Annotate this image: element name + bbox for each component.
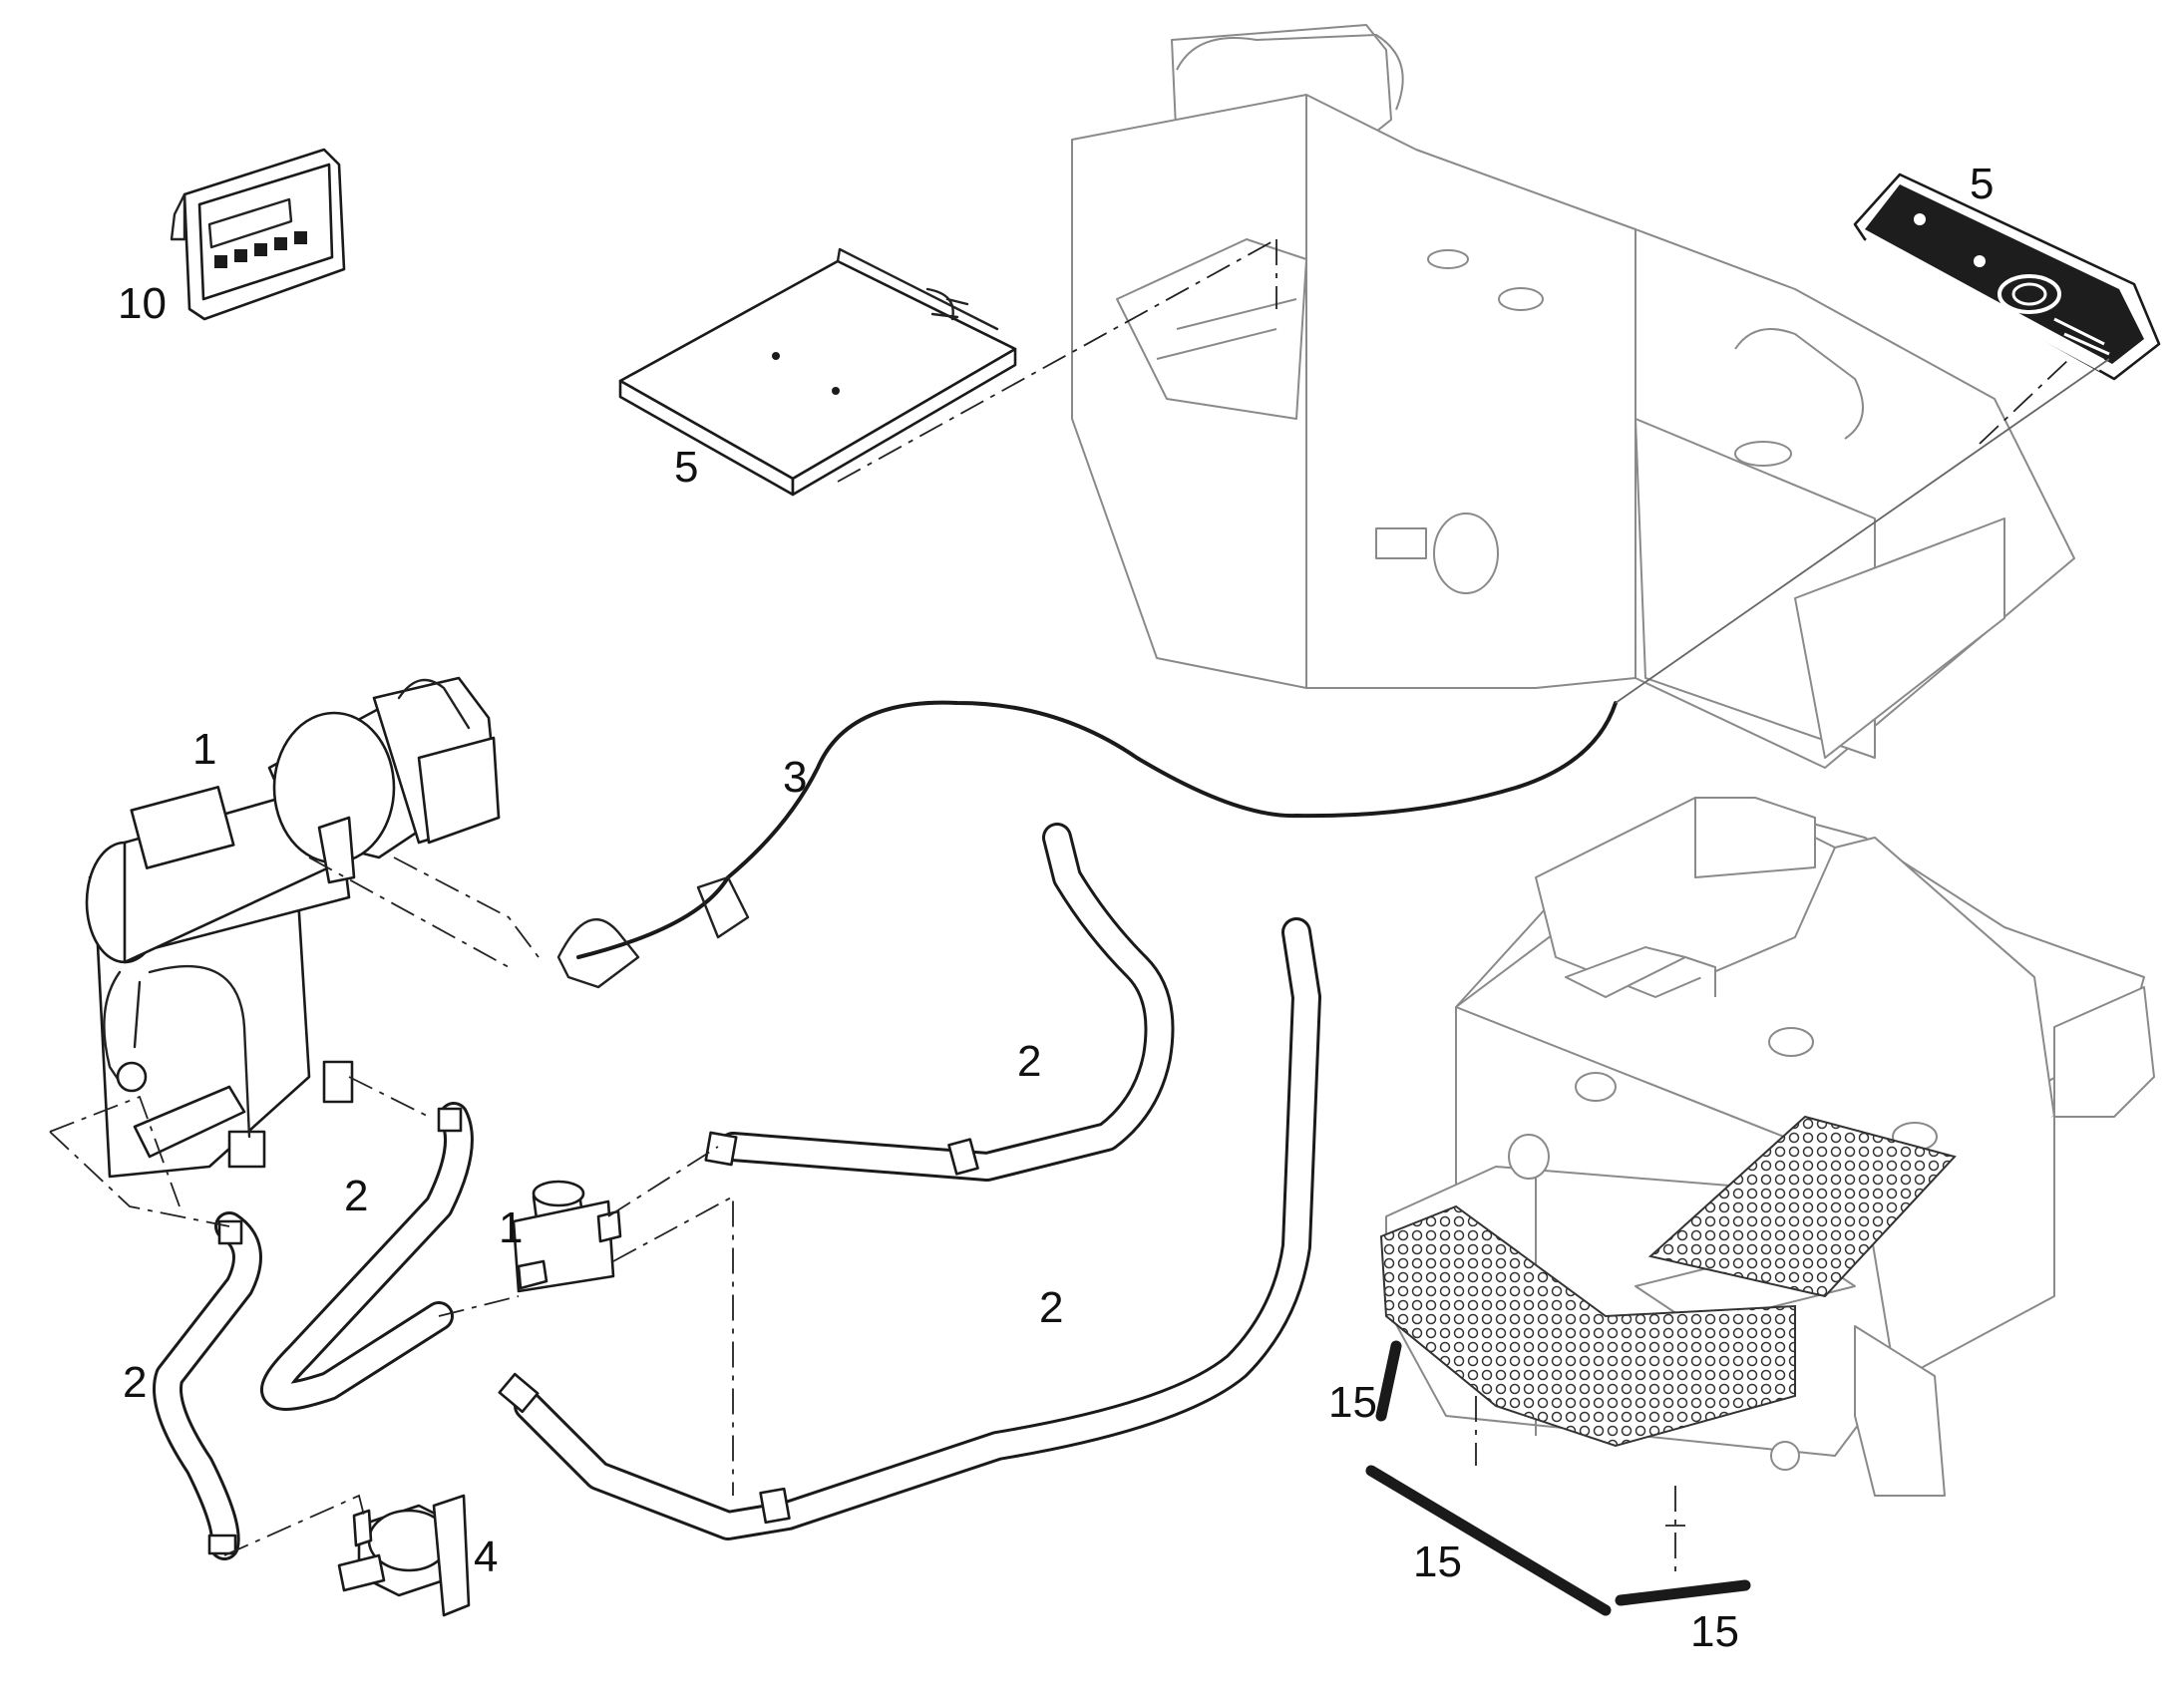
- callout-hose-left-low: 2: [123, 1358, 148, 1407]
- cover-plate-part: [618, 247, 1017, 497]
- callout-seal-strip-short: 15: [1328, 1378, 1377, 1427]
- wiring-harness-part: [556, 358, 2110, 989]
- callout-wiring-harness: 3: [783, 753, 808, 802]
- callout-valve: 1: [499, 1203, 524, 1252]
- control-panel-part: [170, 148, 346, 321]
- shutoff-valve-part: [512, 1180, 622, 1293]
- callout-pump: 4: [474, 1533, 499, 1581]
- callout-seal-strip-long: 15: [1413, 1537, 1462, 1586]
- assembly-lines: [49, 238, 2070, 1575]
- heater-unit-part: [85, 676, 501, 1179]
- callout-control-panel: 10: [118, 279, 167, 328]
- callout-seal-strip-bottom: 15: [1690, 1607, 1739, 1656]
- callout-cover-housing: 5: [1970, 160, 1995, 208]
- coolant-hoses: [153, 823, 1321, 1560]
- cover-housing-part: [1853, 172, 2161, 381]
- mesh-floor-panels: [1379, 1115, 1957, 1448]
- circulation-pump-part: [337, 1494, 471, 1617]
- callout-hose-left-mid: 2: [344, 1172, 369, 1220]
- callout-heater: 1: [192, 725, 217, 774]
- callout-hose-upper-right: 2: [1017, 1037, 1042, 1086]
- seal-strips: [1365, 1340, 1751, 1616]
- rear-frame-assembly: [1071, 24, 2075, 769]
- callout-cover-plate: 5: [674, 443, 699, 492]
- callout-hose-right-low: 2: [1039, 1283, 1064, 1332]
